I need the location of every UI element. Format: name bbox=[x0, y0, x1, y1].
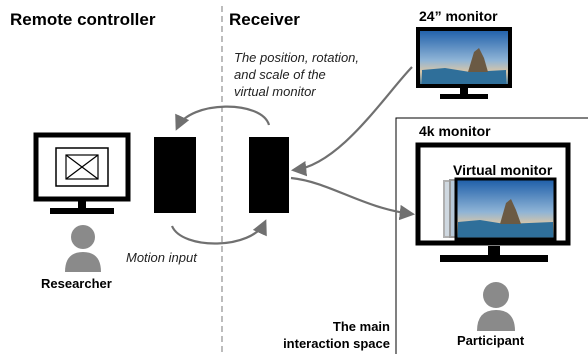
participant-person-icon bbox=[477, 282, 515, 331]
receiver-to-4k-arrow bbox=[290, 176, 416, 221]
image-placeholder-icon bbox=[55, 147, 109, 187]
researcher-label: Researcher bbox=[41, 276, 112, 291]
monitor-4k-label: 4k monitor bbox=[419, 123, 491, 139]
annotation-text: The position, rotation, and scale of the… bbox=[234, 49, 359, 100]
monitor-24-label: 24” monitor bbox=[419, 8, 498, 24]
annotation-line: virtual monitor bbox=[234, 84, 316, 99]
remote-controller-title: Remote controller bbox=[10, 10, 156, 29]
remote-controller-device bbox=[154, 137, 196, 213]
researcher-monitor bbox=[33, 132, 131, 214]
motion-input-label: Motion input bbox=[126, 250, 197, 265]
interaction-space-line: interaction space bbox=[283, 336, 390, 351]
interaction-space-line: The main bbox=[332, 319, 390, 334]
virtual-monitor bbox=[443, 177, 557, 241]
interaction-space-label: The main interaction space bbox=[283, 318, 390, 352]
participant-label: Participant bbox=[457, 333, 525, 348]
annotation-line: The position, rotation, bbox=[234, 50, 360, 65]
receiver-device bbox=[249, 137, 289, 213]
feedback-arrow bbox=[175, 105, 271, 131]
researcher-person-icon bbox=[65, 225, 101, 272]
virtual-monitor-label: Virtual monitor bbox=[453, 162, 553, 178]
interaction-space-frame bbox=[395, 117, 588, 354]
annotation-line: and scale of the bbox=[234, 67, 326, 82]
monitor-24-inch bbox=[416, 27, 512, 99]
monitor24-to-receiver-arrow bbox=[290, 66, 413, 177]
motion-input-arrow bbox=[170, 219, 267, 245]
receiver-title: Receiver bbox=[229, 10, 300, 29]
landscape-wallpaper bbox=[422, 48, 506, 84]
